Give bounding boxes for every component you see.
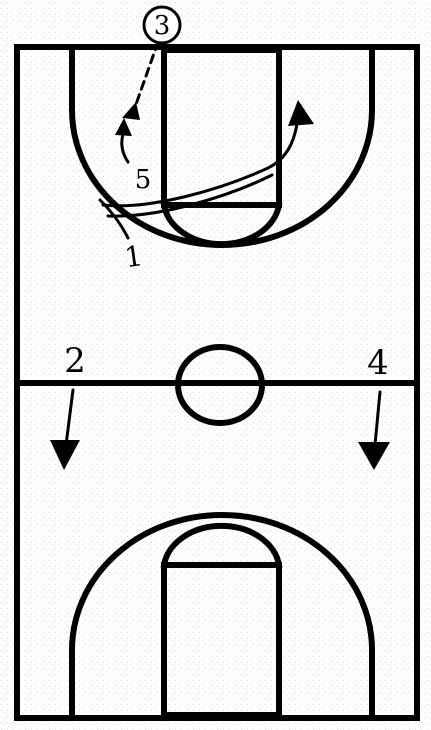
player-2-label: 2: [64, 341, 86, 381]
free-throw-circle-top: [160, 201, 283, 248]
scribble-1: [98, 198, 130, 240]
player-3-circle: [142, 5, 182, 45]
arrowheads: [50, 100, 390, 470]
cut-line-2: [64, 388, 75, 447]
player-1-label: 1: [123, 239, 145, 274]
player-3-label: 3: [154, 11, 171, 41]
cut-line-1-a: [101, 116, 300, 208]
player-labels: 3 5 1 2 4: [64, 5, 389, 383]
key-lane-top: [161, 47, 282, 208]
pass-line-3: [132, 40, 160, 112]
three-point-arc-bottom: [69, 512, 375, 718]
court-lines: [14, 44, 420, 721]
player-5-label: 5: [135, 165, 152, 195]
cut-line-4: [373, 390, 382, 447]
player-4-label: 4: [367, 343, 389, 383]
cut-line-1-b: [106, 173, 274, 218]
arrowhead-cut-2: [50, 440, 80, 470]
free-throw-circle-bottom: [160, 522, 283, 569]
movement-lines: [64, 40, 382, 447]
arrowhead-pass-3: [122, 102, 140, 120]
arrowhead-cut-4: [358, 442, 390, 470]
key-lane-bottom: [161, 562, 282, 718]
arrowhead-cut-5: [115, 118, 132, 136]
arrowhead-cut-1: [288, 100, 314, 126]
center-circle: [175, 344, 265, 426]
